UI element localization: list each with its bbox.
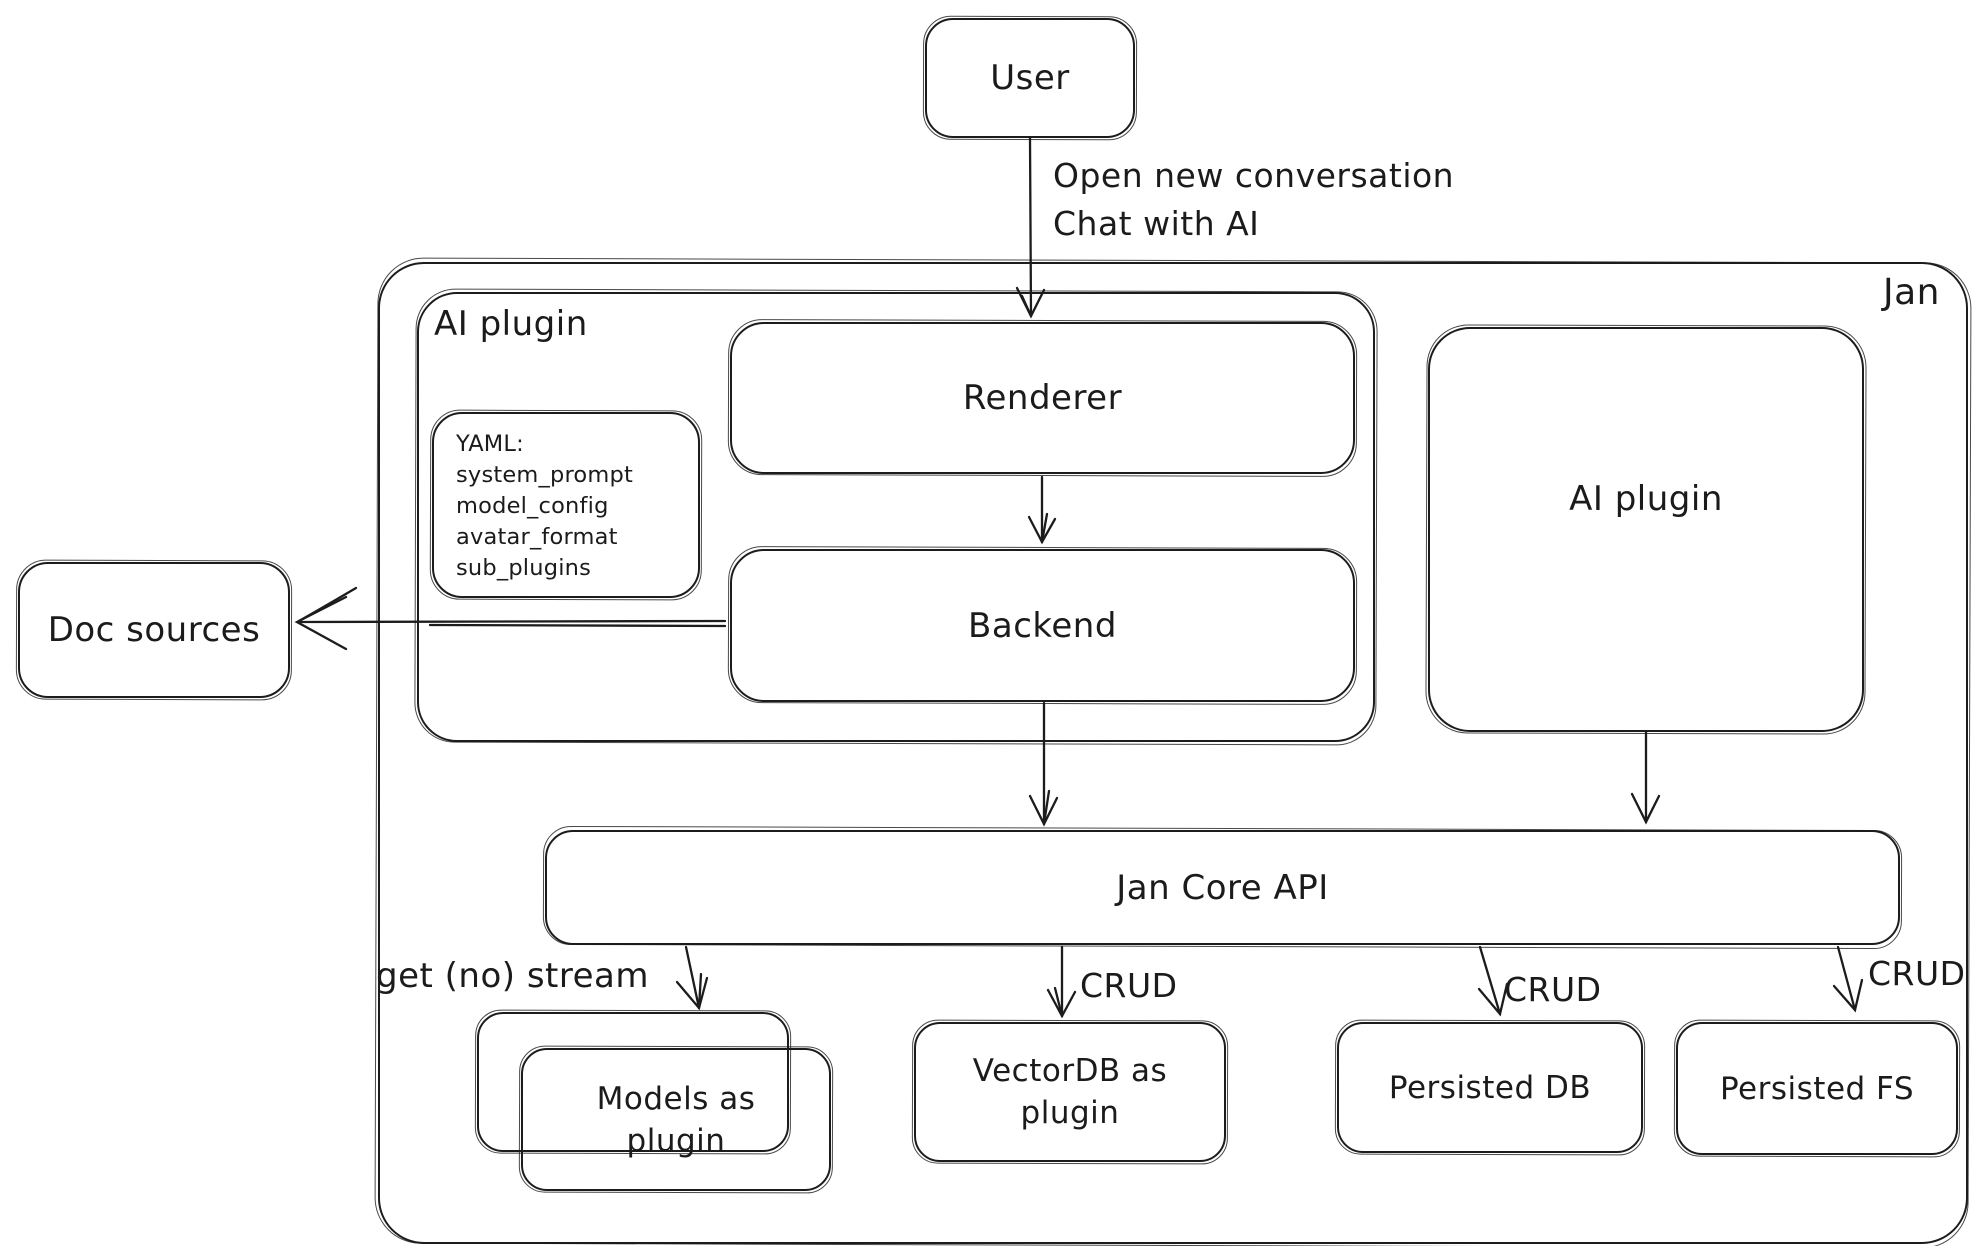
node-backend: Backend bbox=[730, 549, 1355, 702]
node-doc-sources-label: Doc sources bbox=[47, 610, 261, 650]
edge-label-open-new-conversation: Open new conversation Chat with AI bbox=[1053, 156, 1455, 243]
node-persisted-fs-label: Persisted FS bbox=[1719, 1070, 1915, 1107]
node-user: User bbox=[925, 18, 1135, 138]
ai-plugin-container bbox=[417, 292, 1375, 742]
node-backend-label: Backend bbox=[968, 605, 1117, 646]
edge-label-get-no-stream: get (no) stream bbox=[376, 956, 649, 996]
node-renderer: Renderer bbox=[730, 322, 1355, 474]
yaml-note-line: sub_plugins bbox=[456, 555, 592, 581]
edge-label-crud-persisted-db: CRUD bbox=[1504, 970, 1602, 1009]
node-jan-core-api: Jan Core API bbox=[545, 830, 1900, 945]
yaml-note-title: YAML: bbox=[456, 431, 524, 457]
edge-label-crud-vectordb: CRUD bbox=[1080, 966, 1178, 1005]
node-doc-sources: Doc sources bbox=[18, 562, 290, 698]
node-ai-plugin-right: AI plugin bbox=[1428, 327, 1864, 732]
node-vectordb-as-plugin: VectorDB as plugin bbox=[914, 1022, 1226, 1162]
node-persisted-fs: Persisted FS bbox=[1676, 1022, 1958, 1155]
yaml-note-line: model_config bbox=[456, 493, 609, 519]
yaml-note-line: avatar_format bbox=[456, 524, 618, 550]
node-renderer-label: Renderer bbox=[962, 378, 1123, 418]
jan-container-label: Jan bbox=[1883, 272, 1940, 313]
node-vectordb-as-plugin-label: VectorDB as plugin bbox=[972, 1053, 1168, 1131]
node-jan-core-api-label: Jan Core API bbox=[1116, 867, 1329, 908]
node-models-as-plugin: Models as plugin bbox=[521, 1048, 831, 1191]
yaml-note: YAML: system_prompt model_config avatar_… bbox=[432, 412, 700, 598]
jan-container bbox=[378, 262, 1968, 1244]
node-persisted-db-label: Persisted DB bbox=[1388, 1069, 1592, 1106]
node-user-label: User bbox=[990, 58, 1070, 98]
node-ai-plugin-right-label: AI plugin bbox=[1569, 479, 1723, 519]
ai-plugin-container-label: AI plugin bbox=[434, 304, 588, 344]
yaml-note-line: system_prompt bbox=[456, 462, 634, 488]
node-persisted-db: Persisted DB bbox=[1337, 1022, 1643, 1153]
node-models-as-plugin-label: Models as plugin bbox=[596, 1080, 756, 1159]
edge-label-crud-persisted-fs: CRUD bbox=[1868, 954, 1966, 993]
